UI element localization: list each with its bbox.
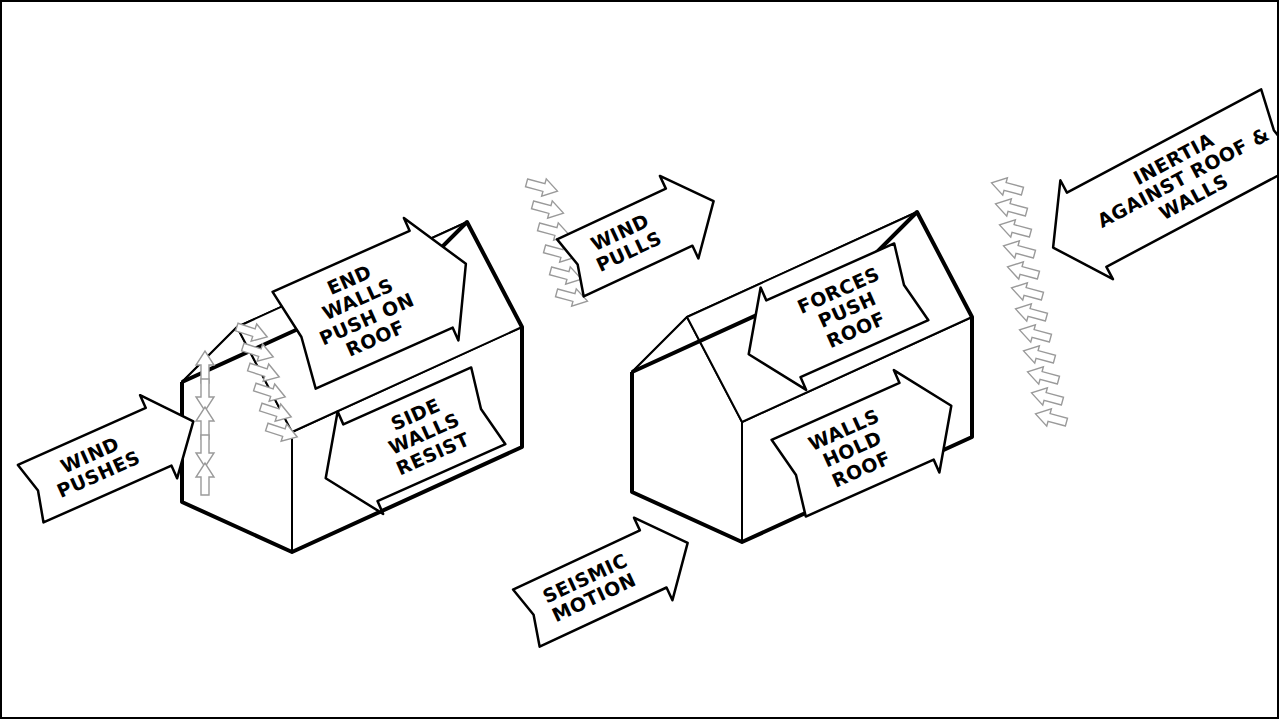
pressure-arrow xyxy=(258,398,294,425)
pressure-arrow xyxy=(989,174,1025,200)
pressure-arrow xyxy=(1005,258,1041,284)
pressure-arrow xyxy=(234,318,270,345)
pressure-arrow xyxy=(524,174,560,200)
arrow-shape xyxy=(12,380,212,536)
pressure-arrow xyxy=(264,418,300,445)
force-arrow: WIND PUSHES xyxy=(18,393,206,523)
force-arrow: INERTIA AGAINST ROOF & WALLS xyxy=(1033,89,1279,284)
pressure-arrow xyxy=(1013,300,1049,326)
pressure-arrow xyxy=(252,378,288,405)
arrow-label: INERTIA AGAINST ROOF & WALLS xyxy=(1084,105,1279,251)
pressure-arrow xyxy=(993,195,1029,221)
pressure-arrow xyxy=(1009,279,1045,305)
pressure-arrow xyxy=(1033,405,1069,431)
pressure-arrow xyxy=(1025,363,1061,389)
pressure-arrow xyxy=(997,216,1033,242)
pressure-arrow xyxy=(196,463,214,495)
arrow-shape xyxy=(303,355,511,530)
pressure-arrow xyxy=(240,338,276,365)
force-arrow: WIND PULLS xyxy=(557,173,727,297)
arrow-shape xyxy=(507,502,707,660)
pressure-arrow xyxy=(530,196,566,222)
pressure-arrow xyxy=(1001,237,1037,263)
arrow-shape xyxy=(551,160,733,309)
force-arrow: SEISMIC MOTION xyxy=(513,514,701,646)
arrow-shape xyxy=(766,355,974,530)
pressure-arrow xyxy=(1017,321,1053,347)
house-left xyxy=(182,222,522,552)
pressure-arrow xyxy=(1029,384,1065,410)
arrow-shape xyxy=(1027,77,1279,297)
pressure-arrow xyxy=(1021,342,1057,368)
pressure-arrow xyxy=(196,351,214,383)
pressure-arrow xyxy=(196,407,214,439)
pressure-arrow xyxy=(246,358,282,385)
